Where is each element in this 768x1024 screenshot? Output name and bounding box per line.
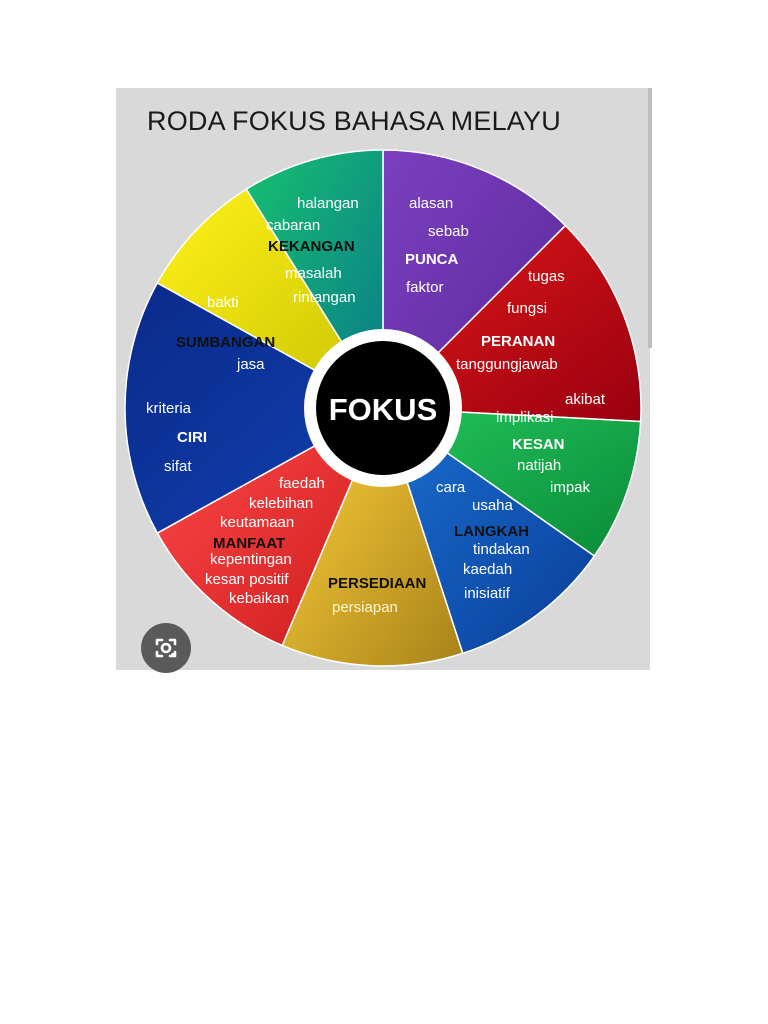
segment-heading-peranan: PERANAN bbox=[481, 333, 555, 350]
segment-word: faktor bbox=[406, 279, 444, 296]
diagram-title: RODA FOKUS BAHASA MELAYU bbox=[147, 106, 561, 136]
sector-ciri bbox=[124, 281, 385, 535]
google-lens-icon[interactable] bbox=[141, 623, 191, 673]
segment-word: tugas bbox=[528, 268, 565, 285]
segment-heading-langkah: LANGKAH bbox=[454, 523, 529, 540]
segment-word: akibat bbox=[565, 391, 606, 408]
segment-word: halangan bbox=[297, 195, 359, 212]
segment-word: kepentingan bbox=[210, 551, 292, 568]
camera-search-icon bbox=[155, 638, 177, 658]
segment-word: usaha bbox=[472, 497, 514, 514]
segment-word: cara bbox=[436, 479, 466, 496]
segment-word: tindakan bbox=[473, 541, 530, 558]
segment-word: inisiatif bbox=[464, 585, 511, 602]
segment-heading-punca: PUNCA bbox=[405, 251, 459, 268]
segment-heading-kesan: KESAN bbox=[512, 436, 565, 453]
segment-heading-sumbangan: SUMBANGAN bbox=[176, 334, 275, 351]
segment-word: kaedah bbox=[463, 561, 512, 578]
center-label: FOKUS bbox=[329, 392, 438, 427]
segment-word: kriteria bbox=[146, 400, 192, 417]
segment-heading-persediaan: PERSEDIAAN bbox=[328, 575, 426, 592]
segment-word: kesan positif bbox=[205, 571, 289, 588]
segment-heading-manfaat: MANFAAT bbox=[213, 535, 285, 552]
segment-word: cabaran bbox=[266, 217, 320, 234]
center-disc bbox=[316, 341, 450, 475]
sector-persediaan bbox=[281, 405, 464, 667]
segment-word: alasan bbox=[409, 195, 453, 212]
segment-word: jasa bbox=[236, 356, 265, 373]
sector-manfaat bbox=[156, 406, 385, 647]
segment-word: sifat bbox=[164, 458, 192, 475]
segment-word: sebab bbox=[428, 223, 469, 240]
segment-word: kelebihan bbox=[249, 495, 313, 512]
segment-word: persiapan bbox=[332, 599, 398, 616]
segment-word: impak bbox=[550, 479, 591, 496]
segment-word: fungsi bbox=[507, 300, 547, 317]
segment-word: keutamaan bbox=[220, 514, 294, 531]
segment-heading-ciri: CIRI bbox=[177, 429, 207, 446]
segment-word: natijah bbox=[517, 457, 561, 474]
segment-word: faedah bbox=[279, 475, 325, 492]
panel-scroll-edge bbox=[648, 88, 652, 348]
segment-heading-kekangan: KEKANGAN bbox=[268, 238, 355, 255]
segment-word: implikasi bbox=[496, 409, 554, 426]
segment-word: tanggungjawab bbox=[456, 356, 558, 373]
segment-word: bakti bbox=[207, 294, 239, 311]
segment-word: rintangan bbox=[293, 289, 356, 306]
sector-langkah bbox=[381, 406, 596, 655]
segment-word: kebaikan bbox=[229, 590, 289, 607]
segment-word: masalah bbox=[285, 265, 342, 282]
